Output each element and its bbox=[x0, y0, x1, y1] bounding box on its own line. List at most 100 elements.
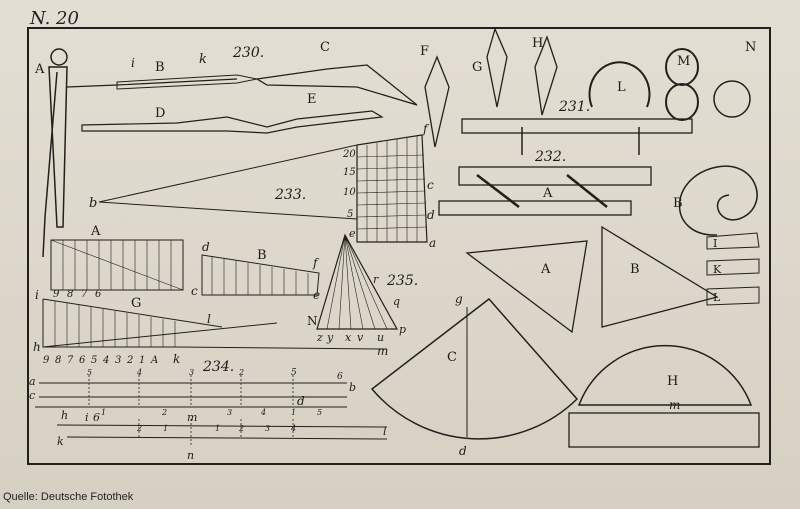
label-p-235: p bbox=[399, 323, 406, 336]
ruler-label-6: 6 bbox=[93, 411, 100, 424]
label-d: D bbox=[155, 106, 165, 121]
label-i-strip: I bbox=[713, 237, 717, 250]
ruler-label-h: h bbox=[61, 409, 68, 422]
figure-235: 235. N e r q z y x v u p bbox=[307, 227, 418, 344]
pen-c bbox=[255, 64, 418, 106]
compass-leg bbox=[48, 66, 68, 228]
label-r-235: r bbox=[373, 273, 379, 286]
label-d-234: d bbox=[202, 240, 210, 254]
scale-grid bbox=[356, 134, 428, 243]
ruler-label-5: 5 bbox=[291, 368, 297, 378]
ruler-label-6b: 6 bbox=[337, 372, 343, 382]
top-scale-7: 7 bbox=[81, 289, 88, 300]
ruler-label-a: a bbox=[29, 375, 36, 388]
bottom-scale-4: 4 bbox=[102, 355, 109, 366]
pen-body-b bbox=[116, 74, 258, 90]
diagonal-scale-b-lines bbox=[211, 257, 309, 295]
label-e-234: e bbox=[313, 288, 320, 302]
label-e-235: e bbox=[349, 227, 356, 240]
pen-d-e bbox=[81, 110, 384, 134]
rule-num-14: 2 bbox=[238, 424, 244, 433]
label-b-233: b bbox=[89, 196, 97, 211]
label-h-234: h bbox=[33, 340, 41, 354]
bottom-scale-7: 7 bbox=[67, 355, 74, 366]
sector-a bbox=[465, 240, 588, 334]
label-b-sector: B bbox=[630, 262, 640, 277]
ruler-ticks bbox=[88, 375, 294, 447]
label-l: L bbox=[617, 80, 626, 95]
figure-number-230: 230. bbox=[232, 45, 264, 61]
label-a-234: A bbox=[90, 224, 101, 239]
label-n: N bbox=[745, 40, 756, 55]
figure-232: 232. A bbox=[438, 149, 652, 216]
scale-5: 5 bbox=[347, 209, 353, 220]
label-q-235: q bbox=[393, 295, 400, 308]
ruler-label-l: l bbox=[383, 425, 387, 438]
parallel-rule-links bbox=[476, 174, 608, 208]
ruler-label-m: m bbox=[187, 411, 197, 424]
diagonal-scale-a-lines bbox=[50, 239, 184, 291]
bottom-scale-1: 1 bbox=[139, 355, 145, 366]
ruler-label-n: n bbox=[187, 449, 194, 462]
parallel-rule-top bbox=[458, 166, 652, 186]
figure-234: A B d c e f G i h k l m 9 8 7 6 9 8 7 6 … bbox=[29, 224, 388, 462]
triangle-scale bbox=[316, 233, 399, 330]
label-k: k bbox=[199, 52, 207, 67]
spiral-b bbox=[678, 165, 758, 236]
label-y-235: y bbox=[326, 331, 334, 344]
ruler-label-d: d bbox=[297, 394, 305, 408]
label-l-strip: L bbox=[713, 291, 721, 304]
bottom-scale-9: 9 bbox=[43, 355, 50, 366]
triangle-scale-rays bbox=[326, 234, 388, 330]
scale-rays bbox=[98, 144, 358, 220]
label-h-protractor: H bbox=[667, 374, 678, 389]
figure-number-233: 233. bbox=[274, 187, 306, 203]
ring-m-bottom bbox=[665, 83, 699, 121]
ruler-label-k: k bbox=[57, 435, 64, 448]
plate-border bbox=[27, 27, 771, 465]
rule-num-15: 3 bbox=[265, 424, 270, 433]
label-c-quadrant: C bbox=[447, 350, 457, 365]
label-i: i bbox=[131, 56, 135, 70]
label-m: M bbox=[677, 54, 690, 69]
instruments: B I K L A B C g d H m bbox=[370, 165, 760, 458]
label-d-233: d bbox=[427, 208, 435, 222]
bottom-scale-6: 6 bbox=[79, 355, 86, 366]
label-g: G bbox=[472, 60, 482, 75]
rule-num-2: 4 bbox=[136, 368, 142, 377]
blade-g bbox=[486, 27, 508, 108]
label-v-235: v bbox=[357, 331, 364, 344]
rule-num-7: 2 bbox=[161, 408, 167, 417]
figure-number-235: 235. bbox=[386, 273, 418, 289]
blade-h bbox=[534, 35, 558, 116]
label-b-spiral: B bbox=[673, 196, 683, 211]
scale-grid-lines bbox=[356, 136, 428, 242]
top-scale-6: 6 bbox=[95, 289, 102, 300]
diagonal-scale-g-lines bbox=[54, 301, 176, 347]
label-c-233: c bbox=[427, 178, 434, 192]
ruler-label-c: c bbox=[29, 389, 35, 402]
label-u-235: u bbox=[377, 331, 384, 344]
ruler-bottom bbox=[56, 424, 388, 440]
label-g-quadrant: g bbox=[455, 292, 463, 306]
label-c: C bbox=[320, 40, 330, 55]
label-h: H bbox=[532, 36, 543, 51]
bottom-scale-5: 5 bbox=[91, 355, 97, 366]
rule-num-11: 2 bbox=[136, 424, 142, 433]
diagonal-scale-a bbox=[50, 239, 184, 291]
label-g-234: G bbox=[131, 296, 141, 311]
ruler-label-i: i bbox=[85, 411, 89, 424]
figure-number-231: 231. bbox=[558, 99, 590, 115]
label-l-234: l bbox=[207, 312, 211, 326]
bottom-scale-2: 2 bbox=[126, 355, 133, 366]
engraving-plate: A i B k 230. C D E F G H L M N 231. bbox=[27, 27, 771, 465]
label-d-quadrant: d bbox=[459, 444, 467, 458]
beam-compass-bar bbox=[461, 118, 693, 134]
figure-231: F G H L M N 231. bbox=[420, 27, 756, 155]
ring-l bbox=[588, 61, 651, 108]
plate-number: N. 20 bbox=[30, 8, 79, 29]
compass-hinge bbox=[50, 48, 68, 66]
rule-num-1: 5 bbox=[87, 368, 92, 377]
rule-num-4: 2 bbox=[238, 368, 244, 377]
scale-10: 10 bbox=[343, 187, 356, 198]
